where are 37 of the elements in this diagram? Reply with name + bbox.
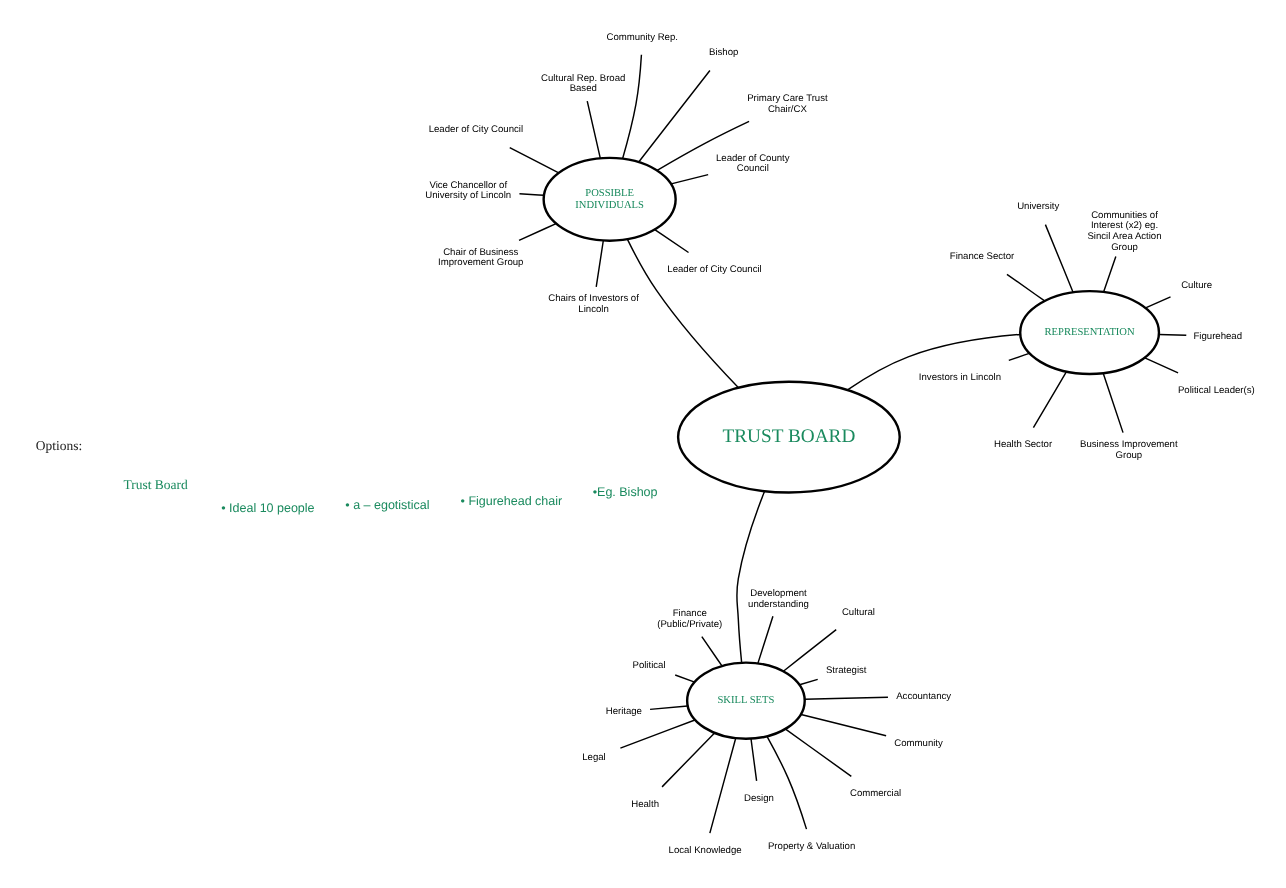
connector: [1144, 357, 1179, 374]
connector: [1158, 333, 1187, 337]
connector: [509, 146, 560, 174]
connector: [1144, 296, 1172, 309]
connector: [1008, 352, 1031, 362]
connector: [736, 490, 766, 664]
connector: [800, 713, 887, 737]
connector: [846, 333, 1021, 391]
connector: [656, 120, 750, 172]
connector: [661, 732, 716, 788]
connector: [750, 738, 758, 782]
connector: [1102, 372, 1124, 434]
connector: [638, 69, 711, 163]
connector: [626, 238, 739, 389]
connector: [518, 193, 545, 196]
connector: [670, 173, 709, 185]
connector: [674, 674, 696, 683]
connector: [586, 100, 601, 159]
connector: [784, 728, 853, 778]
connector: [1044, 223, 1074, 293]
connector: [757, 615, 774, 665]
connector: [1006, 273, 1046, 302]
connector: [621, 54, 643, 160]
connector: [804, 696, 889, 700]
connector: [649, 705, 689, 711]
connector: [518, 222, 557, 242]
connector: [766, 735, 808, 830]
connector: [709, 737, 737, 834]
connector: [782, 628, 837, 672]
connector: [595, 240, 604, 288]
connector: [619, 719, 696, 749]
connector: [654, 228, 690, 254]
connector: [701, 636, 723, 667]
connector: [798, 678, 819, 686]
connector: [1102, 255, 1117, 293]
node-ellipse: TRUST BOARD: [676, 380, 901, 494]
connector: [1032, 371, 1068, 429]
